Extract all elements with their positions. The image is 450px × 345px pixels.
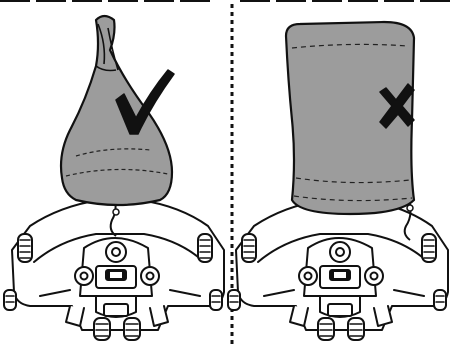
filter-bag-open xyxy=(284,20,416,216)
panel-correct xyxy=(3,14,225,341)
panel-incorrect xyxy=(227,20,449,341)
checkmark-icon xyxy=(115,69,175,135)
pool-robot-left xyxy=(3,199,225,341)
cross-icon xyxy=(379,83,415,129)
pool-robot-right xyxy=(227,199,449,341)
filter-bag-twisted xyxy=(59,14,174,207)
